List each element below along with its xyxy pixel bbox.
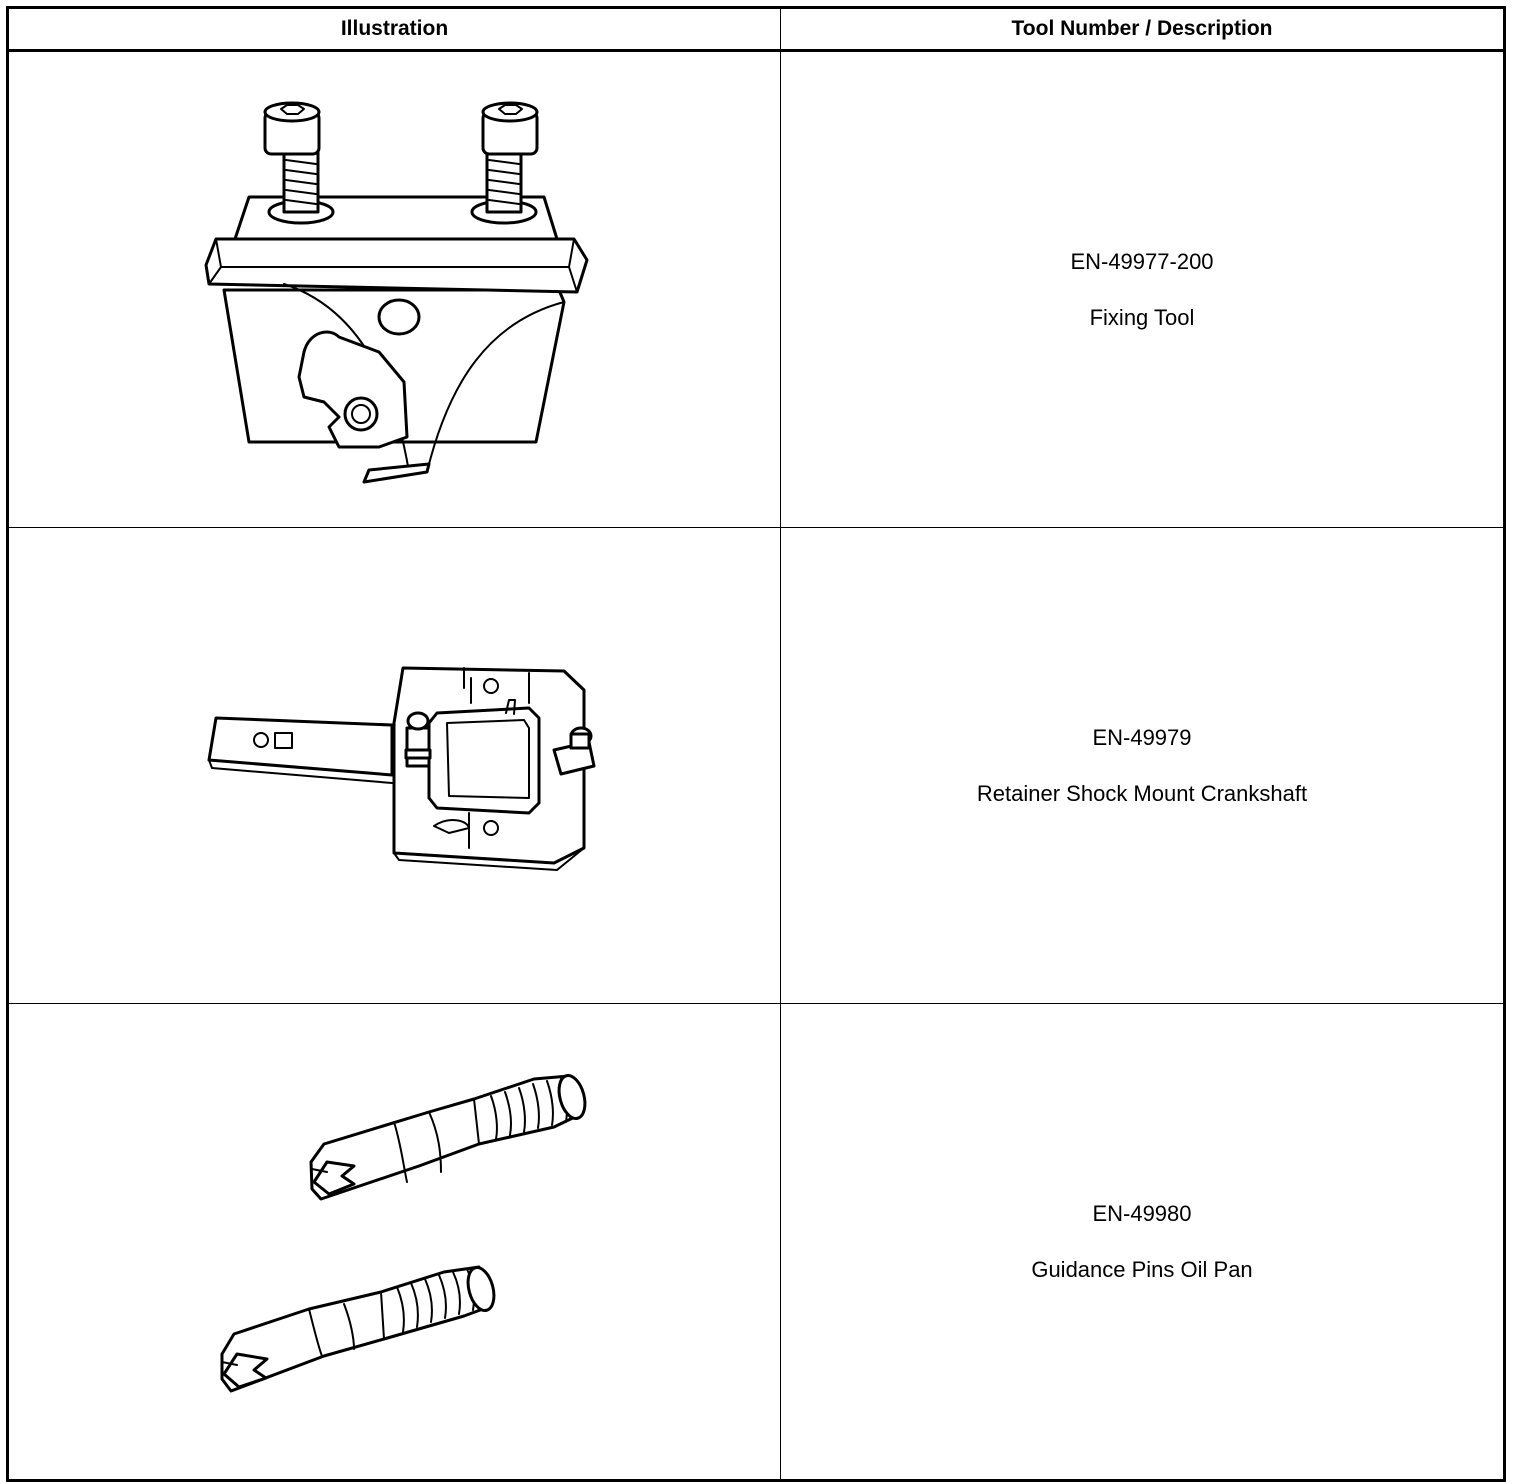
- guidance-pin-lower: [220, 1265, 496, 1393]
- table-row: EN-49980 Guidance Pins Oil Pan: [7, 1003, 1505, 1481]
- illustration-cell: [7, 527, 781, 1004]
- retainer-shock-mount-illustration: [207, 666, 596, 871]
- table-row: EN-49977-200 Fixing Tool: [7, 50, 1505, 528]
- description-cell: EN-49979 Retainer Shock Mount Crankshaft: [780, 527, 1505, 1004]
- guidance-pin-upper: [309, 1074, 587, 1201]
- tool-table: Illustration Tool Number / Description: [6, 6, 1506, 1482]
- header-tool-number-description: Tool Number / Description: [780, 7, 1505, 52]
- illustration-cell: [7, 50, 781, 528]
- tool-number: EN-49979: [1092, 724, 1192, 750]
- description-cell: EN-49980 Guidance Pins Oil Pan: [780, 1003, 1505, 1481]
- tool-description: Fixing Tool: [1089, 304, 1195, 330]
- tool-number: EN-49977-200: [1070, 248, 1214, 274]
- header-row: Illustration Tool Number / Description: [7, 7, 1505, 52]
- description-cell: EN-49977-200 Fixing Tool: [780, 50, 1505, 528]
- table-row: EN-49979 Retainer Shock Mount Crankshaft: [7, 527, 1505, 1004]
- guidance-pins-illustration: [220, 1074, 587, 1393]
- fixing-tool-illustration: [204, 101, 589, 484]
- tool-description: Guidance Pins Oil Pan: [1031, 1256, 1253, 1282]
- tool-description: Retainer Shock Mount Crankshaft: [976, 780, 1308, 806]
- tool-number: EN-49980: [1092, 1200, 1192, 1226]
- header-illustration: Illustration: [7, 7, 781, 52]
- illustration-cell: [7, 1003, 781, 1481]
